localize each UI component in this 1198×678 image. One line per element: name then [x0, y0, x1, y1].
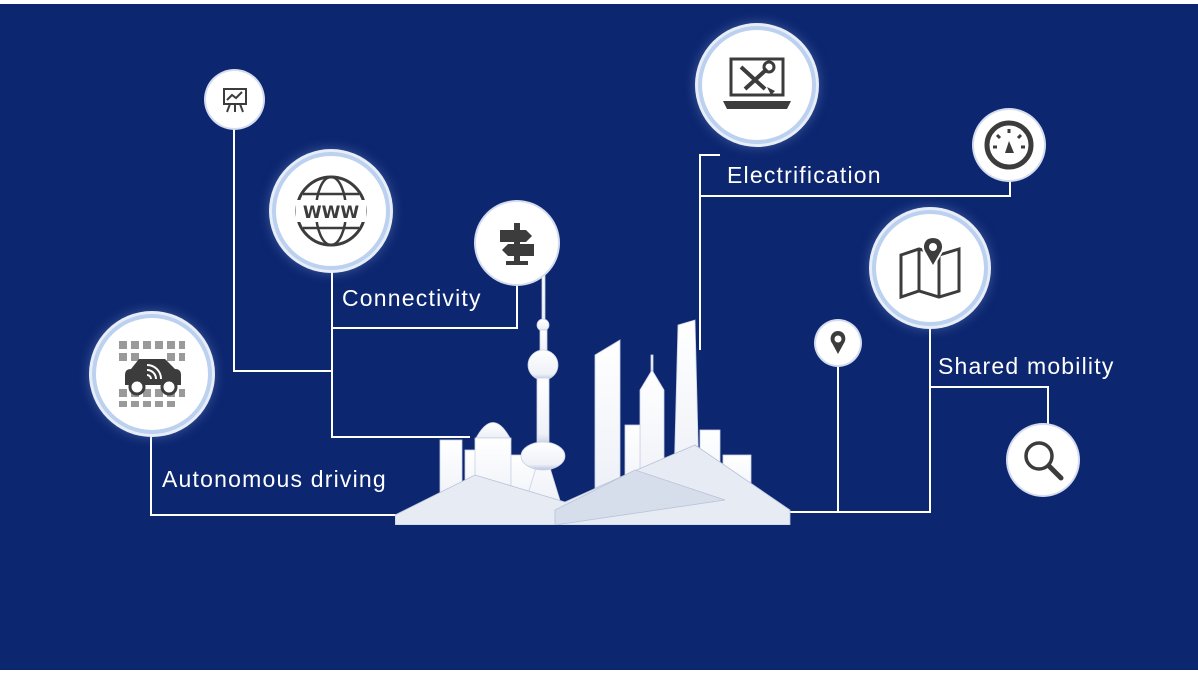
top-border [0, 0, 1198, 4]
connectivity-label: Connectivity [342, 285, 482, 311]
chart-board-icon [206, 71, 263, 128]
shared-mobility-label: Shared mobility [938, 353, 1115, 379]
bottom-border [0, 670, 1198, 678]
globe-www-icon: WWW [276, 156, 386, 266]
signpost-icon [476, 202, 558, 284]
www-text: WWW [303, 203, 360, 223]
map-pin-icon [876, 214, 984, 322]
autonomous-driving-label: Autonomous driving [162, 466, 387, 492]
car-signal-icon [96, 318, 208, 430]
laptop-tools-icon [702, 30, 812, 140]
magnifier-icon [1008, 425, 1078, 495]
city-skyline [395, 270, 791, 525]
speedometer-icon [974, 110, 1044, 180]
electrification-label: Electrification [727, 162, 882, 188]
location-pin-icon [816, 321, 860, 365]
